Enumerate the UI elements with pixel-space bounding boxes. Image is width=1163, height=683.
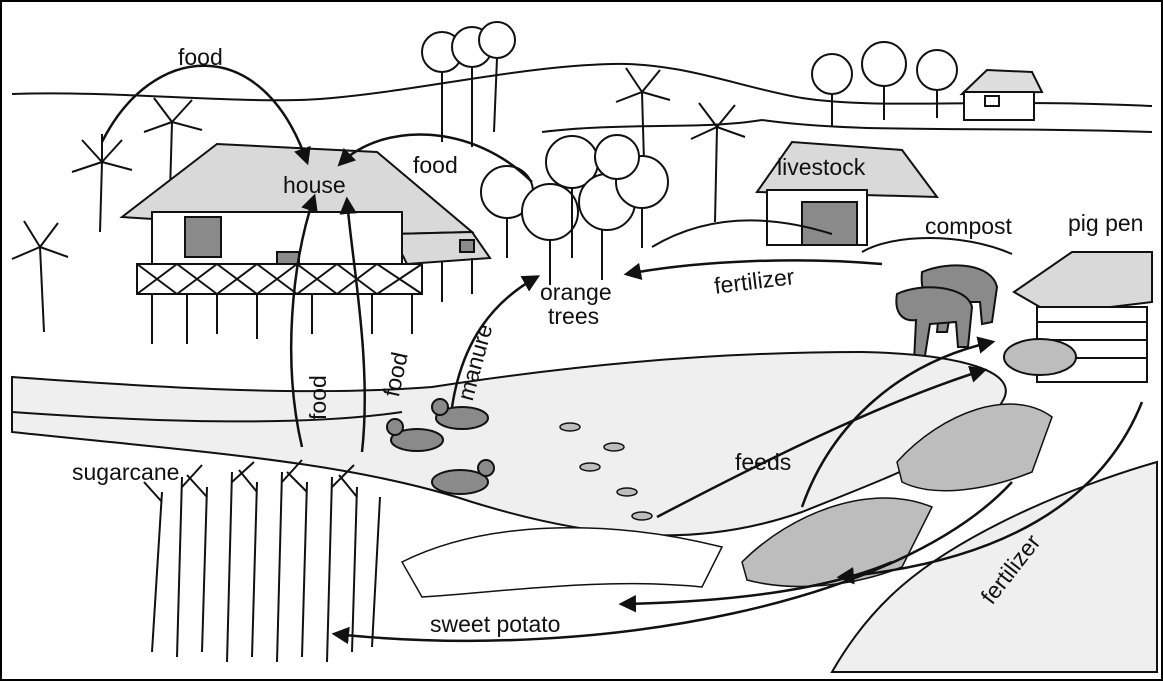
label-sugarcane: sugarcane xyxy=(72,461,179,484)
distant-hut xyxy=(962,70,1042,120)
label-livestock: livestock xyxy=(777,156,865,179)
orange-tree-cluster xyxy=(481,135,668,285)
label-orange: orange xyxy=(540,281,612,304)
pig-pen xyxy=(1004,252,1152,382)
label-compost: compost xyxy=(925,215,1012,238)
label-pig-pen: pig pen xyxy=(1068,212,1143,235)
compost-heap xyxy=(862,238,1012,254)
label-food-mid: food xyxy=(413,154,458,177)
label-house: house xyxy=(283,174,346,197)
label-food-top: food xyxy=(178,46,223,69)
sweet-potato-patch xyxy=(402,528,722,597)
sugarcane-field xyxy=(144,460,380,662)
label-food-vertical-left: food xyxy=(307,375,330,420)
label-trees: trees xyxy=(548,305,599,328)
label-feeds: feeds xyxy=(735,451,791,474)
cattle xyxy=(896,265,997,362)
label-sweet-potato: sweet potato xyxy=(430,613,560,636)
